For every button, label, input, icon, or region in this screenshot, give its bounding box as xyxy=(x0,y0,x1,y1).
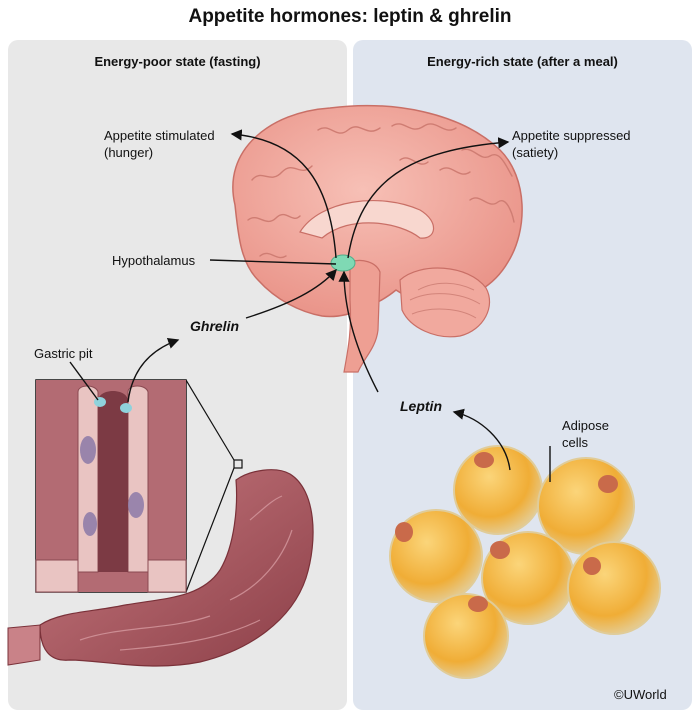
appetite-suppressed-label: Appetite suppressed (satiety) xyxy=(512,128,631,160)
zoom-source-box xyxy=(233,459,243,469)
fed-panel-heading: Energy-rich state (after a meal) xyxy=(427,54,618,69)
hypothalamus-leader xyxy=(209,259,337,265)
gastric-pit-inset xyxy=(35,379,187,593)
leptin-to-brain-arrow xyxy=(338,270,379,393)
annotation-lines xyxy=(69,129,551,482)
ghrelin-label: Ghrelin xyxy=(190,318,240,334)
gastric-pit-label: Gastric pit xyxy=(34,346,93,361)
adipose-cells-label: Adipose cells xyxy=(562,418,609,450)
ghrelin-to-brain-arrow xyxy=(245,268,337,319)
appetite-stimulated-label: Appetite stimulated (hunger) xyxy=(104,128,215,160)
pit-to-ghrelin-arrow xyxy=(127,338,180,403)
credit-text: ©UWorld xyxy=(614,687,667,702)
stimulation-arrow xyxy=(230,129,337,259)
hypothalamus-label: Hypothalamus xyxy=(112,253,196,268)
suppression-arrow xyxy=(347,137,510,259)
figure-title: Appetite hormones: leptin & ghrelin xyxy=(188,6,512,27)
stomach-illustration xyxy=(7,379,314,667)
fat-to-leptin-arrow xyxy=(452,408,511,471)
fasting-panel-heading: Energy-poor state (fasting) xyxy=(94,54,261,69)
hypothalamus-region xyxy=(330,254,356,272)
adipose-cells-illustration xyxy=(389,445,661,679)
leptin-label: Leptin xyxy=(400,398,442,414)
gastric-pit-leader xyxy=(69,361,99,401)
